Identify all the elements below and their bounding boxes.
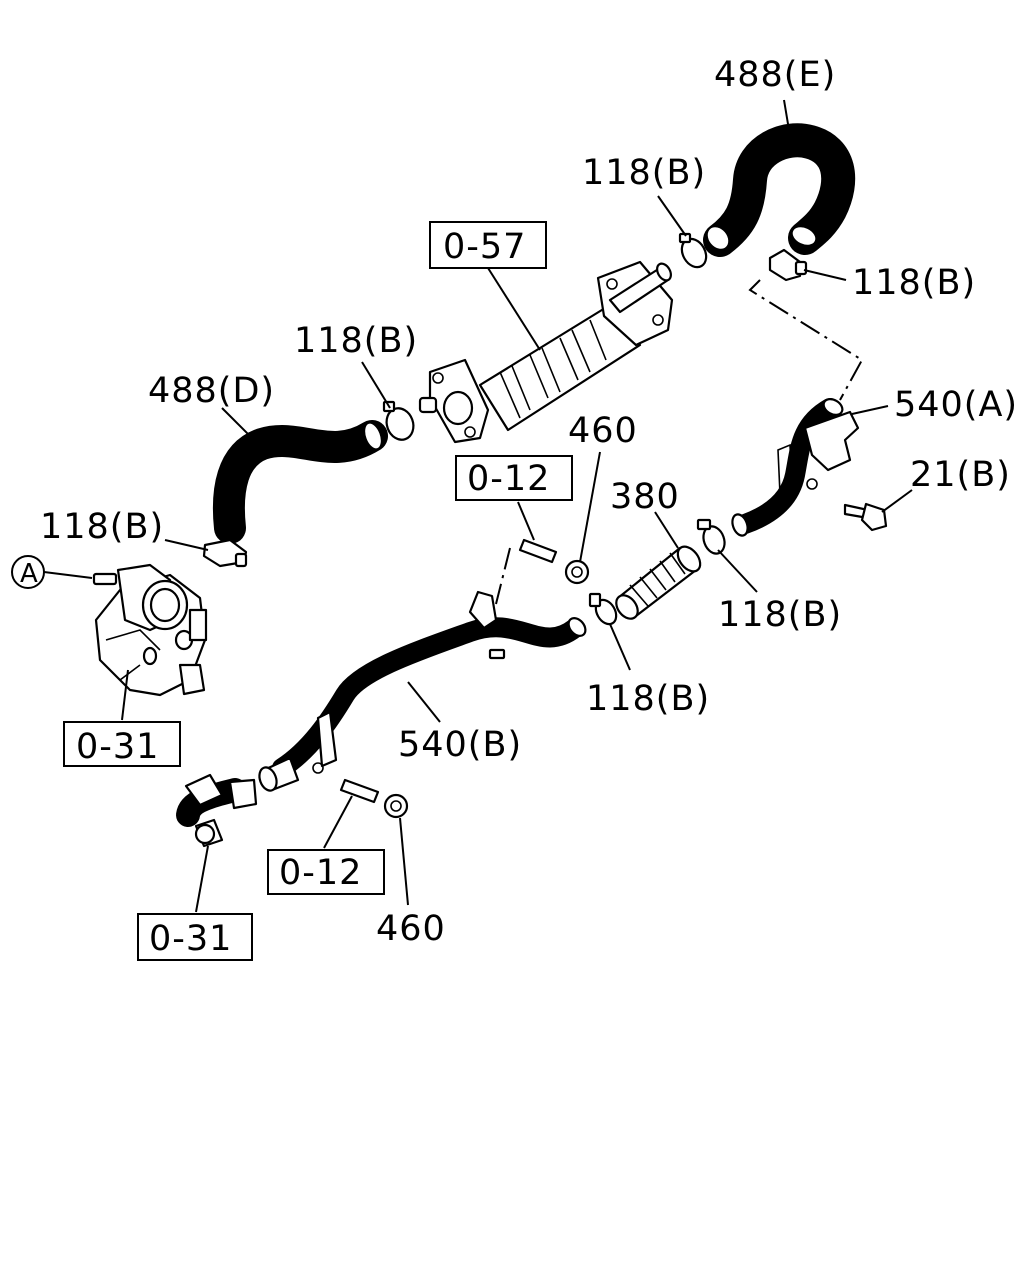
thermostat-housing-top [92,563,208,697]
hose-488d [212,420,388,544]
nut-460-bottom [383,793,409,819]
phantom-lines [495,279,864,605]
label-21b: 21(B) [910,455,1011,495]
clamp-118b-right-mid [696,518,726,555]
label-540a: 540(A) [894,385,1018,425]
thermostat-housing-bottom [176,773,258,848]
label-118b-right-top: 118(B) [852,263,976,303]
leader-lines [43,99,913,913]
hose-488e [703,123,856,257]
nut-460-top [564,559,590,585]
svg-text:0-31: 0-31 [149,919,232,959]
clamp-118b-lower [588,592,618,626]
label-488e: 488(E) [714,55,836,95]
label-118b-lower: 118(B) [586,679,710,719]
pipe-540a [731,398,860,537]
ref-box-0-31-bottom: 0-31 [137,913,253,961]
stud-bottom [339,778,380,804]
ref-box-0-12-bottom: 0-12 [267,849,385,895]
ref-box-0-31-top: 0-31 [63,721,181,767]
bolt-21b [843,502,888,532]
label-380: 380 [610,477,680,517]
label-488d: 488(D) [148,371,275,411]
hose-380 [615,545,702,620]
egr-cooler [418,260,674,444]
clamp-118b-left [202,538,248,568]
pipe-540b [258,590,587,792]
clamp-118b-right-top [768,248,808,282]
label-118b-left: 118(B) [40,507,164,547]
ref-box-0-57: 0-57 [429,221,547,269]
ref-box-0-12-top: 0-12 [455,455,573,501]
label-460-bottom: 460 [376,909,446,949]
stud-top [518,538,558,564]
label-460-top: 460 [568,411,638,451]
svg-text:0-57: 0-57 [443,227,526,267]
svg-text:0-12: 0-12 [467,459,550,499]
label-118b-mid: 118(B) [294,321,418,361]
ref-circle-a: A [11,555,45,589]
svg-text:0-12: 0-12 [279,853,362,893]
label-540b: 540(B) [398,725,522,765]
label-118b-top: 118(B) [582,153,706,193]
svg-text:A: A [20,559,38,589]
clamp-118b-mid [382,400,415,441]
svg-text:0-31: 0-31 [76,727,159,767]
clamp-118b-top [678,232,708,269]
label-118b-right-mid: 118(B) [718,595,842,635]
